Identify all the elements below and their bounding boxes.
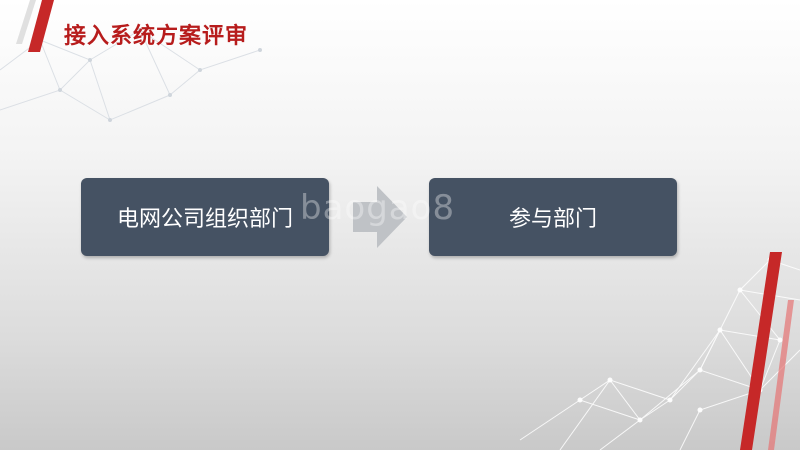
accent-stripe-small <box>768 300 794 450</box>
source-department-box: 电网公司组织部门 <box>81 178 329 256</box>
participating-department-label: 参与部门 <box>508 207 597 232</box>
title-accent-icon <box>16 0 54 52</box>
participating-department-box: 参与部门 <box>429 178 677 256</box>
accent-stripe-large <box>740 252 782 450</box>
slide-title: 接入系统方案评审 <box>64 24 249 49</box>
source-department-label: 电网公司组织部门 <box>116 207 293 232</box>
right-arrow-icon <box>353 186 407 248</box>
